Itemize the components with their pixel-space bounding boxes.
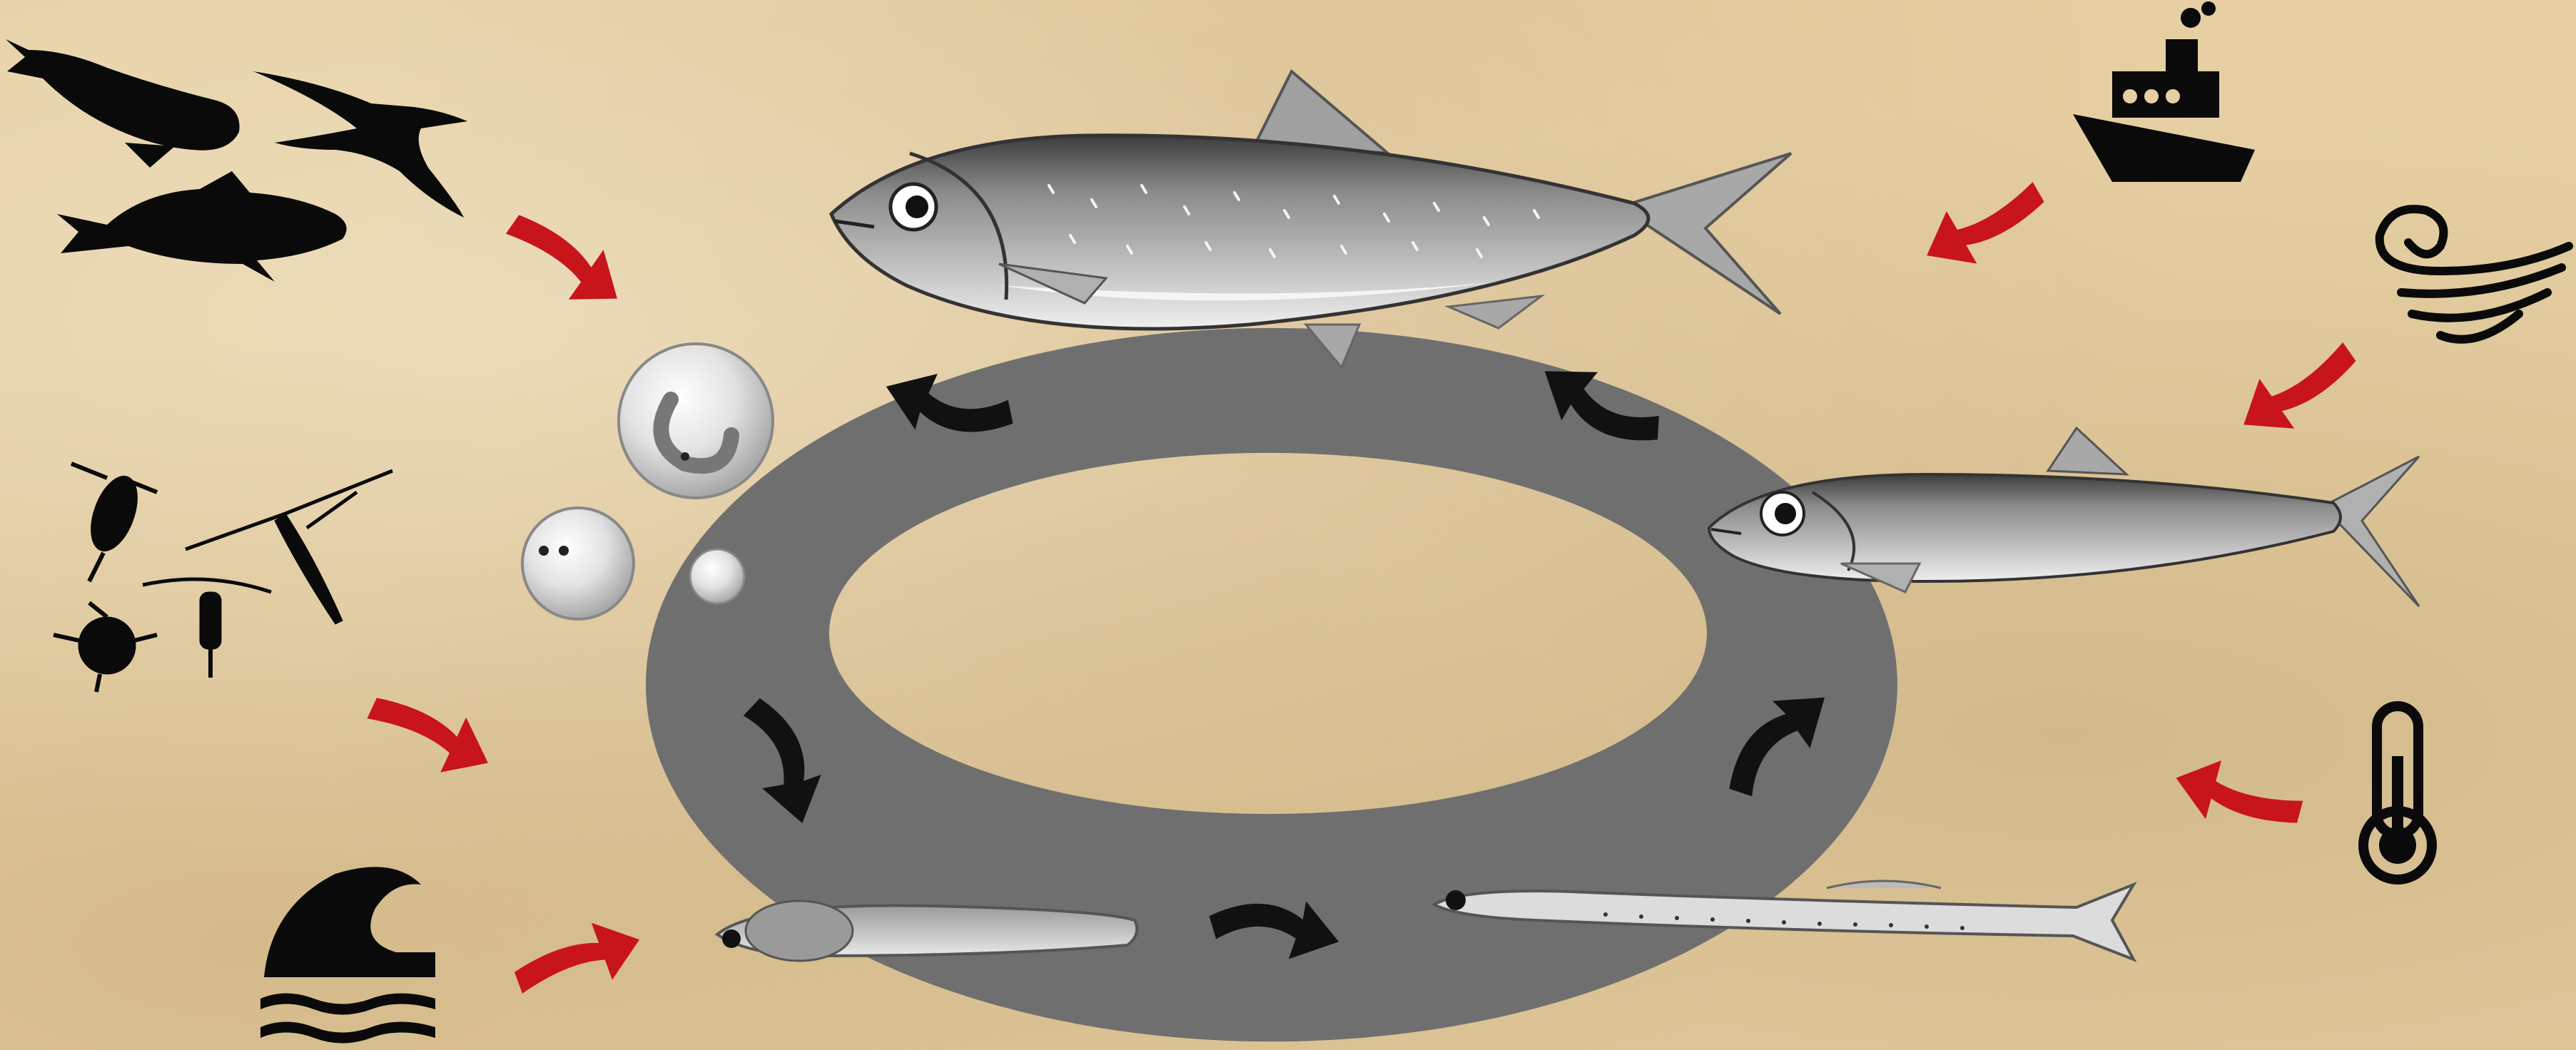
influence-arrow-shipping — [1912, 167, 2054, 284]
copepod-small-icon — [143, 579, 271, 678]
predators-group — [6, 39, 467, 282]
ship-icon — [2073, 1, 2255, 182]
zooplankton-group — [54, 464, 392, 692]
seal-icon — [6, 39, 240, 168]
adult-herring-icon — [831, 71, 1791, 367]
influence-arrow-temperature — [2168, 750, 2308, 842]
thermometer-icon — [2363, 706, 2432, 880]
influence-arrow-waves — [507, 909, 649, 1010]
copepod-icon — [71, 464, 157, 581]
water-flea-icon — [54, 603, 157, 692]
egg-icon — [522, 344, 773, 619]
influence-arrow-zooplankton — [360, 680, 502, 789]
wind-icon — [2380, 209, 2569, 340]
influence-arrow-predators — [496, 198, 636, 322]
egg-with-eyes — [522, 508, 634, 619]
egg-with-embryo — [619, 344, 773, 498]
small-egg — [690, 549, 744, 603]
influence-arrow-wind — [2227, 327, 2367, 451]
seabird-icon — [253, 71, 467, 218]
cod-icon — [57, 171, 347, 282]
wave-icon — [260, 867, 435, 1043]
